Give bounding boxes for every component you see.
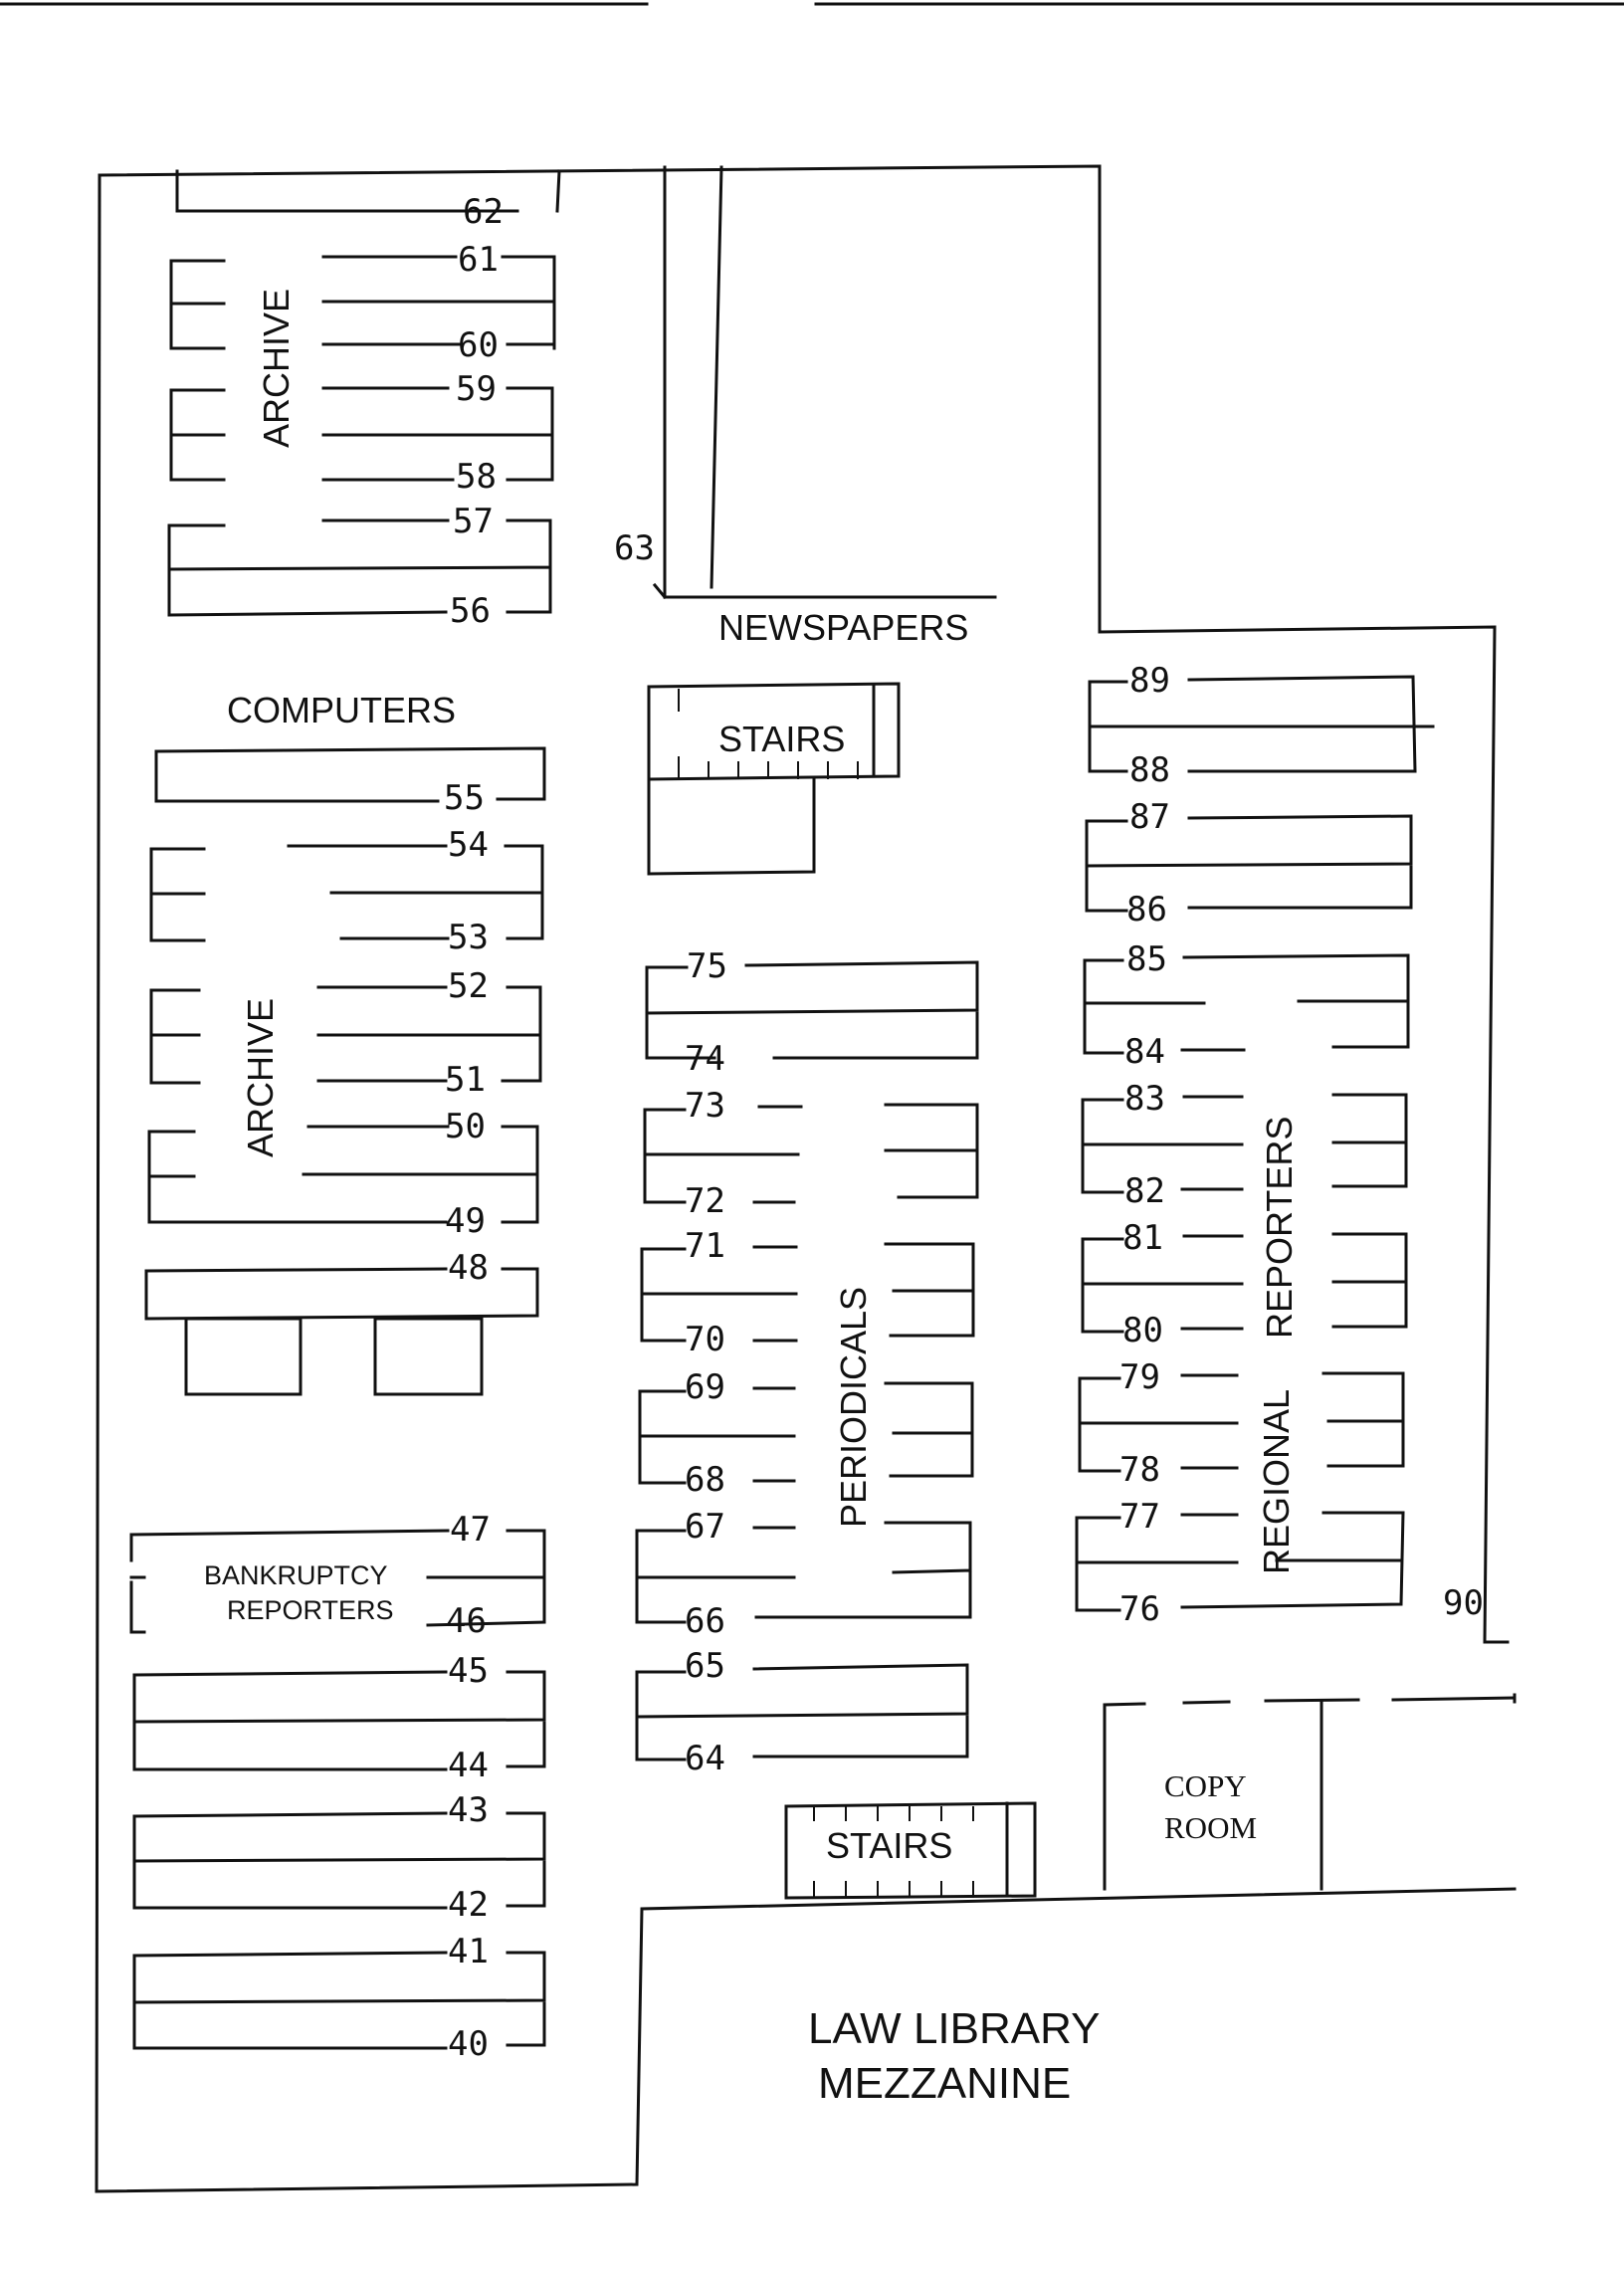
range-43-label: 43 — [448, 1790, 489, 1830]
range-88-label: 88 — [1129, 750, 1170, 790]
range-77-label: 77 — [1119, 1497, 1160, 1537]
range-81-label: 81 — [1122, 1218, 1163, 1258]
range-52-label: 52 — [448, 966, 489, 1006]
range-67-label: 67 — [685, 1507, 725, 1547]
range-64-label: 64 — [685, 1739, 725, 1778]
range-61-label: 61 — [458, 240, 499, 280]
range-42-label: 42 — [448, 1885, 489, 1925]
range-50-label: 50 — [445, 1107, 486, 1146]
bankruptcy-reporters-shelves: 47 46 BANKRUPTCY REPORTERS — [129, 1510, 546, 1641]
archive-mid-shelves: 54 53 52 51 50 49 ARCHIVE — [147, 825, 544, 1241]
range-54-label: 54 — [448, 825, 489, 865]
regional-label: REGIONAL — [1256, 1389, 1297, 1574]
periodicals-label: PERIODICALS — [833, 1287, 874, 1528]
range-62-shelf: 62 — [175, 169, 561, 232]
range-51-label: 51 — [445, 1060, 486, 1100]
range-71-label: 71 — [685, 1226, 725, 1266]
copy-room-label-line2: ROOM — [1164, 1810, 1257, 1845]
newspapers-label: NEWSPAPERS — [718, 607, 968, 648]
range-85-label: 85 — [1126, 939, 1167, 979]
range-89-label: 89 — [1129, 661, 1170, 701]
range-55-shelf: 55 — [154, 746, 546, 818]
range-70-label: 70 — [685, 1320, 725, 1359]
range-57-label: 57 — [453, 502, 494, 541]
stairs-upper: STAIRS — [647, 682, 901, 876]
bankruptcy-label-line2: REPORTERS — [227, 1595, 394, 1625]
range-78-label: 78 — [1119, 1450, 1160, 1490]
range-82-label: 82 — [1124, 1171, 1165, 1211]
range-72-label: 72 — [685, 1181, 725, 1221]
range-59-label: 59 — [456, 369, 497, 409]
range-63-label: 63 — [614, 528, 655, 568]
range-48-shelf: 48 — [144, 1248, 539, 1396]
stairs-lower-label: STAIRS — [826, 1825, 952, 1866]
copy-room: COPY ROOM — [1103, 1696, 1517, 1891]
bankruptcy-label-line1: BANKRUPTCY — [204, 1560, 388, 1590]
range-60-label: 60 — [458, 325, 499, 365]
map-title-line2: MEZZANINE — [818, 2059, 1071, 2108]
periodicals-shelves: 75 74 73 72 71 70 69 68 67 66 65 64 PERI… — [635, 946, 979, 1778]
range-45-label: 45 — [448, 1651, 489, 1691]
range-58-label: 58 — [456, 457, 497, 497]
archive-mid-label: ARCHIVE — [240, 998, 281, 1157]
range-80-label: 80 — [1122, 1311, 1163, 1350]
reporters-label: REPORTERS — [1259, 1117, 1300, 1339]
range-83-label: 83 — [1124, 1079, 1165, 1119]
range-86-label: 86 — [1126, 890, 1167, 930]
ranges-45-40-shelves: 45 44 43 42 41 40 — [132, 1651, 546, 2064]
stairs-lower: STAIRS — [784, 1801, 1037, 1900]
regional-reporters-shelves: 85 84 83 82 81 80 79 78 77 76 REPORTERS … — [1075, 939, 1410, 1629]
range-69-label: 69 — [685, 1367, 725, 1407]
range-65-label: 65 — [685, 1646, 725, 1686]
ranges-89-86-shelves: 89 88 87 86 — [1085, 661, 1435, 930]
range-66-label: 66 — [685, 1601, 725, 1641]
archive-top-label: ARCHIVE — [256, 289, 297, 448]
range-74-label: 74 — [685, 1039, 725, 1079]
range-62-label: 62 — [463, 192, 504, 232]
range-87-label: 87 — [1129, 797, 1170, 837]
range-90-label: 90 — [1443, 1583, 1484, 1623]
range-44-label: 44 — [448, 1746, 489, 1785]
range-76-label: 76 — [1119, 1589, 1160, 1629]
range-48-label: 48 — [448, 1248, 489, 1288]
range-41-label: 41 — [448, 1932, 489, 1971]
computers-label: COMPUTERS — [227, 690, 456, 730]
copy-room-label-line1: COPY — [1164, 1768, 1247, 1803]
range-56-label: 56 — [450, 591, 491, 631]
stairs-upper-label: STAIRS — [718, 719, 845, 759]
map-title-line1: LAW LIBRARY — [808, 2004, 1100, 2053]
outer-wall — [95, 164, 1517, 2193]
range-49-label: 49 — [445, 1201, 486, 1241]
range-47-label: 47 — [450, 1510, 491, 1550]
range-55-label: 55 — [444, 778, 485, 818]
range-68-label: 68 — [685, 1460, 725, 1500]
archive-top-shelves: 61 60 59 58 57 56 ARCHIVE — [167, 240, 556, 631]
range-73-label: 73 — [685, 1086, 725, 1126]
range-84-label: 84 — [1124, 1032, 1165, 1072]
range-79-label: 79 — [1119, 1357, 1160, 1397]
range-46-label: 46 — [446, 1601, 487, 1641]
range-53-label: 53 — [448, 918, 489, 957]
range-40-label: 40 — [448, 2024, 489, 2064]
newspaper-room-wall — [652, 165, 997, 600]
range-75-label: 75 — [687, 946, 727, 986]
